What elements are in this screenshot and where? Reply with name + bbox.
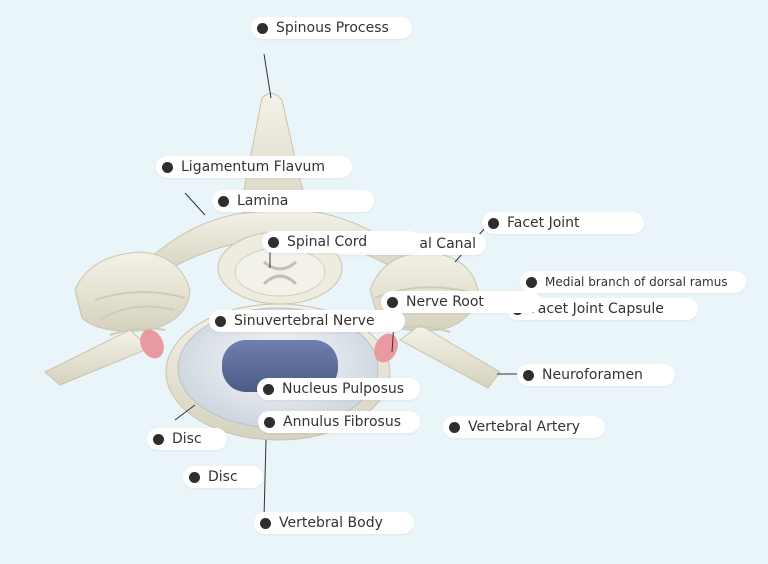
label-text: Nucleus Pulposus [282,381,405,397]
left-nerve-strands [94,291,186,336]
label-text: Disc [208,469,238,485]
label-text: Neuroforamen [542,367,643,383]
leader-vertebral-body [263,439,267,519]
label-text: Ligamentum Flavum [181,159,326,175]
label-vertebral-artery[interactable]: Vertebral Artery [443,416,605,438]
label-text: Facet Joint Capsule [531,301,664,317]
leader-spinous-process [263,53,272,99]
marker-dot-icon [268,236,279,248]
label-text: Annulus Fibrosus [283,414,401,430]
label-vertebral-body[interactable]: Vertebral Body [254,512,414,534]
label-spinal-cord[interactable]: Spinal Cord [262,231,420,253]
label-nerve-root[interactable]: Nerve Root [381,291,541,313]
marker-dot-icon [215,315,226,327]
marker-dot-icon [387,296,398,308]
left-nerve-root-shape [140,329,164,359]
marker-dot-icon [218,195,229,207]
label-disc-left[interactable]: Disc [147,428,227,450]
leader-disc-left [174,404,196,421]
right-transverse-process-shape [399,324,501,389]
marker-dot-icon [153,433,164,445]
label-text: Lamina [237,193,289,209]
label-medial-branch[interactable]: Medial branch of dorsal ramus [520,271,746,293]
marker-dot-icon [523,369,534,381]
marker-dot-icon [260,517,271,529]
label-text: Vertebral Artery [468,419,580,435]
label-text: Spinal Cord [287,234,368,250]
label-text: Spinous Process [276,20,389,36]
label-annulus-fibrosus[interactable]: Annulus Fibrosus [258,411,420,433]
label-text: Facet Joint [507,215,580,231]
label-text: Vertebral Body [279,515,383,531]
label-disc-lower[interactable]: Disc [183,466,263,488]
grey-matter-shape [262,260,298,286]
marker-dot-icon [488,217,499,229]
label-sinuvertebral-nerve[interactable]: Sinuvertebral Nerve [209,310,405,332]
marker-dot-icon [263,383,274,395]
label-neuroforamen[interactable]: Neuroforamen [517,364,675,386]
marker-dot-icon [264,416,275,428]
marker-dot-icon [162,161,173,173]
label-spinous-process[interactable]: Spinous Process [251,17,412,39]
label-nucleus-pulposus[interactable]: Nucleus Pulposus [257,378,420,400]
label-text: Medial branch of dorsal ramus [545,275,728,289]
label-text: Sinuvertebral Nerve [234,313,375,329]
label-facet-joint-capsule[interactable]: Facet Joint Capsule [506,298,698,320]
marker-dot-icon [449,421,460,433]
right-nerve-root-shape [374,333,398,363]
label-lamina[interactable]: Lamina [212,190,374,212]
left-transverse-process-shape [44,329,151,386]
leader-ligamentum-flavum [184,192,206,216]
label-text: Disc [172,431,202,447]
label-ligamentum-flavum[interactable]: Ligamentum Flavum [156,156,352,178]
spinal-cord-shape [234,247,326,297]
marker-dot-icon [189,471,200,483]
label-text: Nerve Root [406,294,484,310]
marker-dot-icon [257,22,268,34]
marker-dot-icon [526,276,537,288]
label-facet-joint[interactable]: Facet Joint [482,212,644,234]
